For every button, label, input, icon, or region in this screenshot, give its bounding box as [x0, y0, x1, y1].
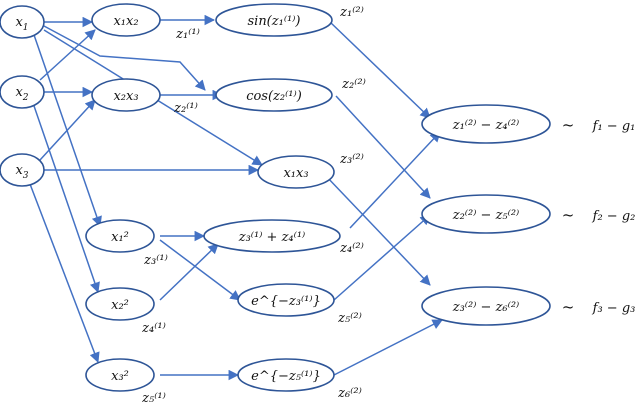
output-label-z3-1: z₃⁽¹⁾ [143, 253, 168, 268]
layer2-node-sum: z₃⁽¹⁾ + z₄⁽¹⁾ z₄⁽²⁾ [203, 219, 364, 256]
layer1-label-x1sq: x₁² [111, 230, 129, 245]
edge-cos-d2 [335, 95, 431, 199]
layer3-node-d2: z₂⁽²⁾ − z₅⁽²⁾ [421, 194, 551, 234]
target-f3g3: ~ f₃ − g₃ [562, 298, 636, 316]
input-node-x3: x3 [0, 153, 45, 187]
layer1-node-x3sq: x₃² z₅⁽¹⁾ [85, 358, 166, 406]
target-f1g1: ~ f₁ − g₁ [562, 116, 636, 134]
output-label-z5-1: z₅⁽¹⁾ [141, 391, 166, 406]
layer3-label-d2: z₂⁽²⁾ − z₅⁽²⁾ [452, 208, 519, 223]
layer1-label-x2x3: x₂x₃ [113, 89, 138, 104]
edge-x1sq-exp3 [159, 239, 241, 301]
layer3-label-d1: z₁⁽²⁾ − z₄⁽²⁾ [452, 118, 519, 133]
tilde-3: ~ [562, 298, 575, 316]
layer3-node-d1: z₁⁽²⁾ − z₄⁽²⁾ [421, 104, 551, 144]
output-label-z1-1: z₁⁽¹⁾ [175, 27, 200, 42]
layer2-node-sin: sin(z₁⁽¹⁾) z₁⁽²⁾ [215, 3, 364, 37]
layer3-node-d3: z₃⁽²⁾ − z₆⁽²⁾ [421, 286, 551, 326]
input-label-x2: x2 [15, 85, 28, 103]
edge-x1-cos [43, 25, 206, 91]
target-label-f1g1: f₁ − g₁ [592, 119, 636, 134]
input-node-x2: x2 [0, 75, 45, 109]
layer1-label-x2sq: x₂² [111, 298, 129, 313]
layer1-label-x3sq: x₃² [111, 369, 129, 384]
layer2-node-exp5: e^{−z₅⁽¹⁾} z₆⁽²⁾ [237, 358, 362, 401]
tilde-2: ~ [562, 206, 575, 224]
output-label-z4-2: z₄⁽²⁾ [339, 241, 364, 256]
layer1-node-x1sq: x₁² z₃⁽¹⁾ [85, 219, 168, 268]
output-label-z1-2: z₁⁽²⁾ [339, 5, 364, 20]
layer1-node-x2x3: x₂x₃ z₂⁽¹⁾ [91, 78, 198, 116]
target-f2g2: ~ f₂ − g₂ [562, 206, 636, 224]
input-label-x3: x3 [15, 163, 28, 181]
edge-x3-x3sq [29, 183, 100, 363]
layer2-label-exp3: e^{−z₃⁽¹⁾} [251, 294, 321, 309]
layer2-label-cos: cos(z₂⁽¹⁾) [246, 89, 302, 104]
layer2-node-cos: cos(z₂⁽¹⁾) z₂⁽²⁾ [215, 77, 366, 112]
target-label-f3g3: f₃ − g₃ [592, 301, 636, 316]
edges [29, 14, 443, 381]
edge-sum-d1 [349, 131, 441, 229]
input-node-x1: x1 [0, 5, 45, 39]
layer1-node-x1x2: x₁x₂ z₁⁽¹⁾ [91, 3, 200, 42]
layer2-label-sum: z₃⁽¹⁾ + z₄⁽¹⁾ [238, 230, 305, 245]
layer1-node-x2sq: x₂² z₄⁽¹⁾ [85, 287, 166, 336]
layer2-node-x1x3: x₁x₃ z₃⁽²⁾ [257, 152, 364, 189]
edge-x1-x1sq [32, 31, 102, 227]
layer1-label-x1x2: x₁x₂ [113, 14, 138, 29]
edge-exp3-d2 [333, 214, 431, 301]
output-label-z6-2: z₆⁽²⁾ [337, 386, 362, 401]
edge-sin-d1 [329, 21, 431, 119]
output-label-z2-2: z₂⁽²⁾ [341, 77, 366, 92]
input-label-x1: x1 [15, 15, 28, 33]
layer2-label-exp5: e^{−z₅⁽¹⁾} [251, 369, 321, 384]
output-label-z5-2: z₅⁽²⁾ [337, 311, 362, 326]
output-label-z2-1: z₂⁽¹⁾ [173, 101, 198, 116]
layer2-label-sin: sin(z₁⁽¹⁾) [247, 14, 300, 29]
edge-x2sq-sum [159, 243, 219, 301]
output-label-z4-1: z₄⁽¹⁾ [141, 321, 166, 336]
target-label-f2g2: f₂ − g₂ [592, 209, 636, 224]
edge-x1x3-d3 [324, 174, 431, 286]
layer2-label-x1x3: x₁x₃ [283, 166, 308, 181]
layer2-node-exp3: e^{−z₃⁽¹⁾} z₅⁽²⁾ [237, 283, 362, 326]
edge-x2-x1x2 [39, 29, 96, 81]
edge-x2-x2sq [32, 102, 100, 293]
layer3-label-d3: z₃⁽²⁾ − z₆⁽²⁾ [452, 300, 519, 315]
tilde-1: ~ [562, 116, 575, 134]
output-label-z3-2: z₃⁽²⁾ [339, 152, 364, 167]
edge-exp5-d3 [333, 319, 443, 376]
